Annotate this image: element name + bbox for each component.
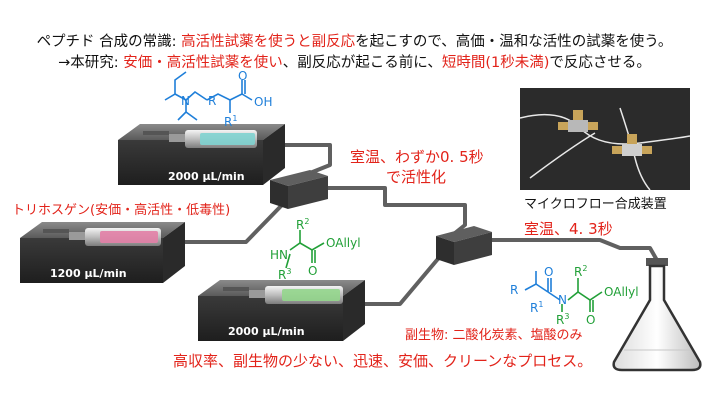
ester-o-label: O	[308, 264, 317, 278]
acid-r1-label: R1	[224, 114, 237, 129]
activation-condition-line1: 室温、わずか0. 5秒	[350, 148, 484, 166]
reagent-label: トリホスゲン(安価・高活性・低毒性)	[12, 203, 231, 218]
headline2-part4: 短時間(1秒未満)	[441, 55, 550, 71]
headline2-part5: で反応させる。	[549, 55, 651, 71]
mixer-1	[270, 170, 328, 209]
syringe-pump-3: 2000 μL/min	[198, 280, 365, 341]
tube-pump1	[270, 143, 332, 177]
ester-oallyl-label: OAllyl	[326, 236, 361, 250]
tube-mixer1-out	[322, 186, 467, 235]
pump3-flow-rate: 2000 μL/min	[228, 325, 305, 338]
pump2-flow-rate: 1200 μL/min	[50, 267, 127, 280]
product-o2-label: O	[586, 313, 595, 327]
pump3-fluid	[282, 289, 340, 301]
product-r2-label: R2	[574, 264, 587, 279]
ester-r2-label: R2	[296, 217, 309, 232]
acid-oh-label: OH	[254, 95, 272, 109]
photo-caption: マイクロフロー合成装置	[524, 197, 667, 212]
mixer-2	[436, 226, 492, 265]
pump1-fluid	[200, 133, 255, 145]
product-n-label: N	[558, 293, 567, 307]
tubing	[172, 143, 660, 306]
amine-acid-structure	[164, 71, 253, 121]
headline2-part1: →本研究:	[58, 55, 124, 71]
device-photo-illustration	[520, 88, 690, 190]
syringe-pump-1: 2000 μL/min	[118, 124, 285, 185]
activation-condition-line2: で活性化	[386, 168, 447, 186]
headline1-part2: 高活性試薬を使うと副反応	[181, 34, 356, 50]
product-o-label: O	[544, 265, 553, 279]
product-r1-label: R1	[530, 300, 543, 315]
headline-line1: ペプチド 合成の常識: 高活性試薬を使うと副反応を起こすので、高価・温和な活性の…	[0, 33, 709, 51]
headline1-part1: ペプチド 合成の常識:	[36, 34, 182, 50]
acid-r-label: R	[208, 94, 216, 108]
product-structure	[524, 271, 603, 312]
syringe-pump-2: 1200 μL/min	[20, 222, 185, 283]
ester-hn-label: HN	[270, 248, 288, 262]
headline1-part3: を起こすので、高価・温和な活性の試薬を使う。	[355, 34, 673, 50]
tube-to-flask	[478, 238, 660, 263]
device-photo	[520, 88, 690, 190]
footer-summary: 高収率、副生物の少ない、迅速、安価、クリーンなプロセス。	[173, 352, 593, 370]
acid-o-label: O	[238, 69, 247, 83]
product-r-label: R	[510, 283, 518, 297]
pump1-flow-rate: 2000 μL/min	[168, 170, 245, 183]
byproduct-label: 副生物: 二酸化炭素、塩酸のみ	[405, 328, 583, 343]
erlenmeyer-flask	[612, 258, 702, 372]
amino-ester-structure	[285, 230, 325, 269]
coupling-condition: 室温、4. 3秒	[524, 220, 613, 238]
headline-line2: →本研究: 安価・高活性試薬を使い、副反応が起こる前に、短時間(1秒未満)で反応…	[0, 54, 709, 72]
ester-r3-label: R3	[278, 267, 291, 282]
pump2-fluid	[100, 231, 158, 243]
product-oallyl-label: OAllyl	[604, 285, 639, 299]
amine-n-label: N	[181, 94, 190, 108]
product-r3-label: R3	[556, 312, 569, 327]
headline2-part2: 安価・高活性試薬を使い	[123, 55, 283, 71]
headline2-part3: 、副反応が起こる前に、	[282, 55, 442, 71]
